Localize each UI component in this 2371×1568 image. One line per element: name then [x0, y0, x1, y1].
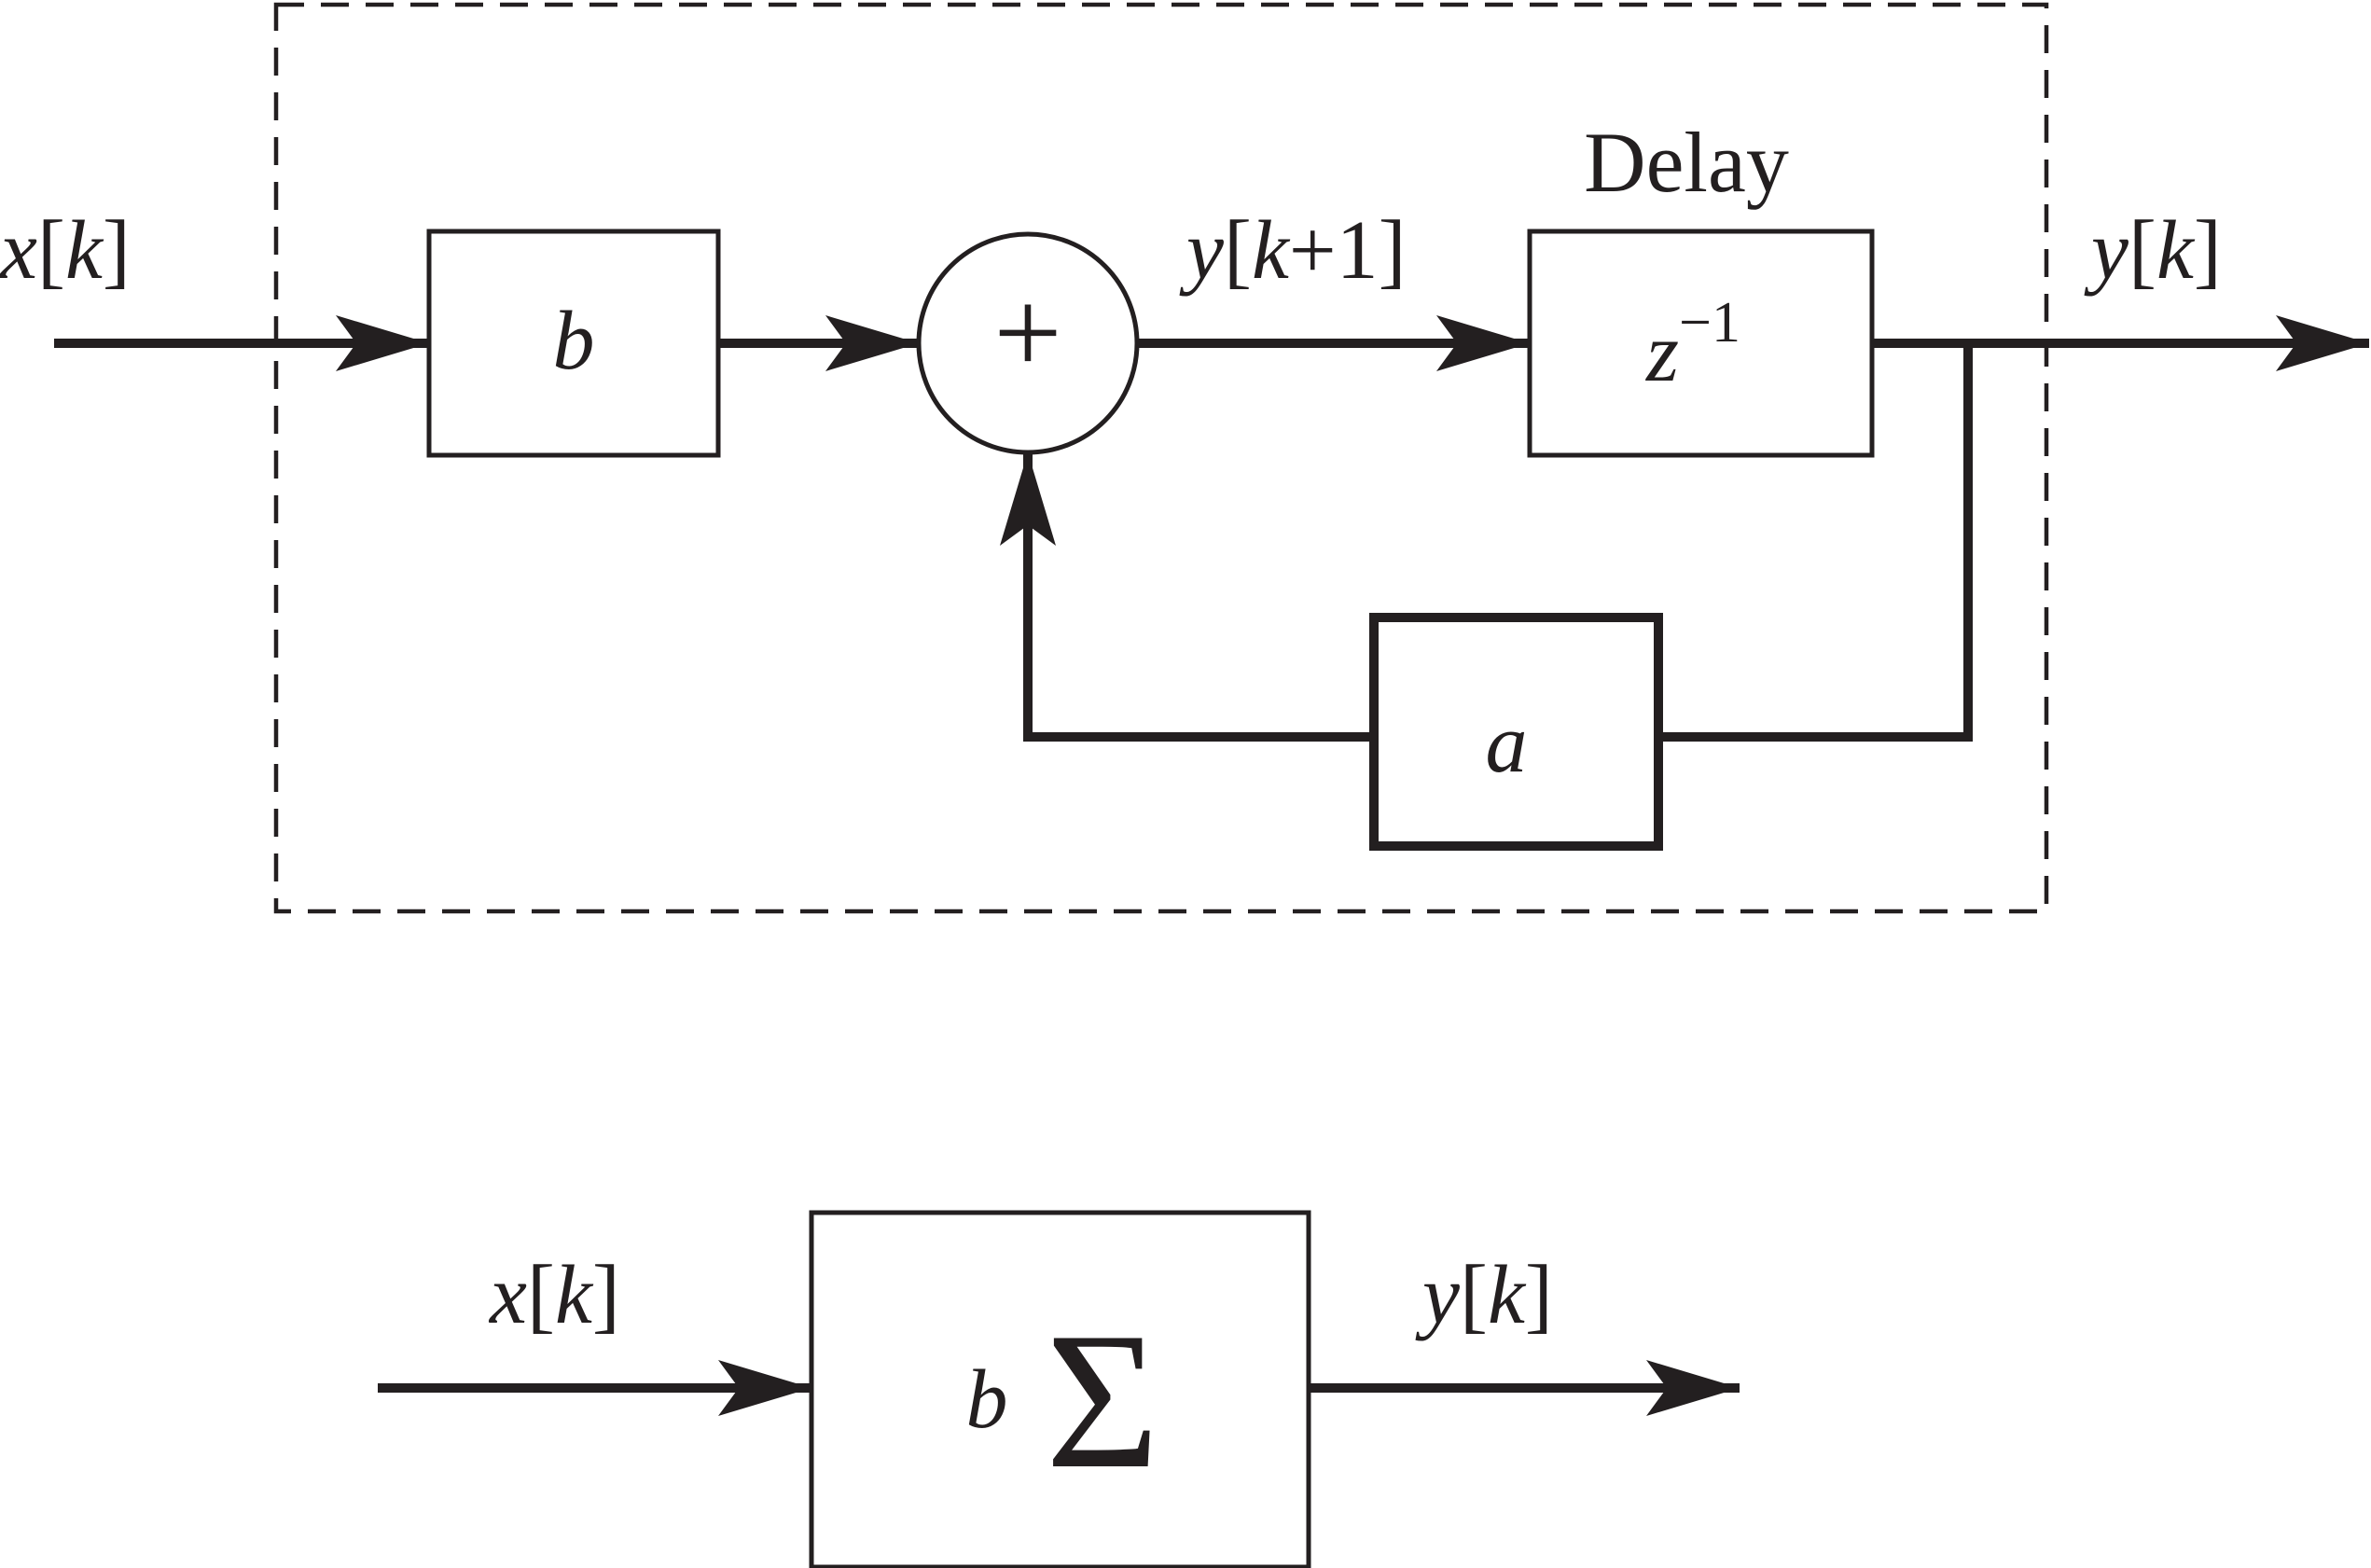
feedback-gain-label: a [1486, 698, 1528, 790]
equivalent-input-label: x[k] [488, 1249, 620, 1341]
feedback-return-wire [1000, 452, 1374, 742]
gain-b-label: b [553, 295, 595, 387]
feedback-wire [1663, 343, 1973, 742]
delay-operator-label: z−1 [1644, 291, 1740, 399]
input-signal-label: x[k] [0, 204, 131, 297]
accumulator-gain-label: b [966, 1353, 1008, 1446]
output-signal-label: y[k] [2084, 204, 2222, 297]
feedback-gain-block [1369, 613, 1663, 851]
system-boundary [273, 2, 2049, 914]
equivalent-system-diagram: x[k] b Σ y[k] [378, 1210, 1740, 1568]
delay-block [1527, 229, 1875, 458]
discrete-system-diagram: x[k] b + y[k+1] Delay z−1 y[k] a [0, 2, 2369, 914]
sum-plus-sign: + [993, 266, 1061, 400]
equivalent-output-label: y[k] [1415, 1249, 1553, 1341]
delay-title: Delay [1584, 115, 1789, 210]
intermediate-signal-label: y[k+1] [1179, 204, 1407, 297]
accumulator-block [809, 1210, 1311, 1568]
summation-symbol: Σ [1046, 1293, 1159, 1509]
